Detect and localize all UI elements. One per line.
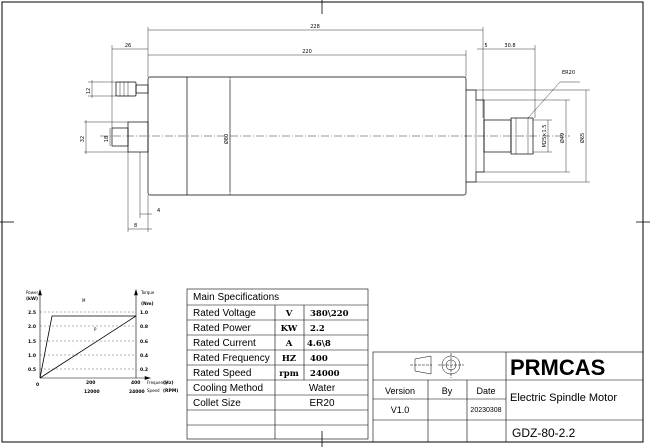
- by-label: By: [442, 386, 453, 396]
- spec-unit: HZ: [282, 354, 296, 364]
- rear-shaft: [111, 127, 129, 147]
- curve-right-ticks: 1.0 0.8 0.6 0.4 0.2: [140, 310, 148, 373]
- performance-curve: [38, 288, 152, 380]
- model-number: GDZ-80-2.2: [512, 426, 576, 440]
- dim-49-text: Ø49: [559, 133, 566, 143]
- tick-right: 0.8: [140, 324, 148, 330]
- spec-unit: V: [285, 309, 293, 319]
- tick-x-hz-1: 200: [86, 380, 95, 386]
- tick-right: 1.0: [140, 310, 148, 316]
- spec-value: Water: [309, 383, 336, 394]
- spec-label: Cooling Method: [193, 383, 263, 394]
- dim-32-text: 32: [80, 136, 86, 142]
- spec-unit: A: [285, 339, 293, 349]
- power-curve-p: [39, 315, 137, 379]
- spindle-drawing: [100, 76, 570, 196]
- tick-right: 0.2: [140, 367, 148, 373]
- dim-4-text: 4: [157, 208, 160, 214]
- dim-12-text: 12: [86, 88, 92, 94]
- spec-value: 400: [310, 354, 328, 364]
- spec-label: Rated Voltage: [193, 308, 256, 319]
- spec-unit: KW: [281, 324, 298, 334]
- brand-name: PRMCAS: [510, 355, 605, 380]
- curve-m-label: M: [82, 298, 86, 303]
- connector: [115, 81, 137, 97]
- tick-left: 2.0: [28, 324, 36, 330]
- dim-er20-text: ER20: [562, 70, 575, 76]
- tick-x-hz-2: 400: [131, 380, 140, 386]
- dim-5-text: 5: [484, 43, 487, 49]
- spec-label: Rated Current: [193, 338, 256, 349]
- spec-value: ER20: [309, 398, 334, 409]
- dim-26-text: 26: [125, 43, 131, 49]
- rear-cap: [127, 121, 149, 153]
- spec-value: 24000: [310, 369, 340, 379]
- curve-speed-unit: (RPM): [163, 388, 178, 394]
- spec-table-frame: [186, 288, 369, 440]
- tick-right: 0.6: [140, 339, 148, 345]
- spec-rows: Rated Voltage V 380\220 Rated Power KW 2…: [193, 308, 349, 409]
- date-value: 20230308: [470, 407, 501, 414]
- collet-nut: [510, 117, 534, 155]
- tick-left: 0.5: [28, 367, 36, 373]
- dim-228-text: 228: [310, 24, 320, 30]
- tick-left: 1.0: [28, 353, 36, 359]
- er20-leader: [527, 81, 580, 119]
- spec-label: Rated Power: [193, 323, 251, 334]
- curve-ylabel-right: Torque: [140, 290, 155, 295]
- tick-x-rpm-1: 12000: [84, 389, 100, 395]
- curve-left-ticks: 2.5 2.0 1.5 1.0 0.5: [28, 310, 36, 373]
- tick-x-origin: 0: [36, 382, 39, 388]
- projection-symbol: [410, 353, 464, 378]
- torque-curve-m: [39, 315, 136, 379]
- tick-x-rpm-2: 24000: [129, 389, 145, 395]
- curve-freq-label: Frequency: [147, 380, 168, 385]
- title-block: [372, 351, 644, 443]
- dim-thread-text: M25×1.5: [542, 125, 548, 148]
- spec-label: Collet Size: [193, 398, 241, 409]
- spec-table: [186, 288, 369, 440]
- tick-left: 2.5: [28, 310, 36, 316]
- arrow-right: [144, 376, 152, 380]
- version-label: Version: [385, 386, 415, 396]
- spec-header: Main Specifications: [193, 292, 279, 303]
- version-value: V1.0: [391, 405, 410, 415]
- dim-30-8-text: 30.8: [504, 43, 515, 49]
- dimension-lines: [84, 27, 590, 232]
- dim-80-text: Ø80: [223, 134, 230, 144]
- spec-label: Rated Frequency: [193, 353, 270, 364]
- dim-220-text: 220: [302, 49, 312, 55]
- dim-18-text: 18: [104, 136, 110, 142]
- tick-right: 0.4: [140, 353, 148, 359]
- curve-ylabel-right-unit: (Nm): [141, 301, 154, 307]
- connector-neck: [135, 84, 149, 94]
- arrow-up-left: [38, 288, 42, 296]
- dim-8-text: 8: [134, 223, 137, 229]
- curve-freq-unit: (Hz): [163, 380, 174, 386]
- spec-label: Rated Speed: [193, 368, 251, 379]
- arrow-up-right: [134, 288, 138, 296]
- spec-value: 2.2: [310, 324, 325, 334]
- curve-ylabel-left: Power: [26, 290, 38, 295]
- spec-value: 380\220: [310, 309, 349, 319]
- curve-p-label: P: [94, 327, 97, 332]
- date-label: Date: [476, 386, 495, 396]
- product-name: Electric Spindle Motor: [510, 392, 617, 404]
- title-block-frame: [372, 351, 644, 443]
- spec-unit: rpm: [279, 369, 298, 379]
- dim-65-text: Ø65: [579, 133, 586, 143]
- curve-speed-label: Speed: [147, 388, 160, 393]
- spec-value: 4.6\8: [307, 339, 331, 349]
- tick-left: 1.5: [28, 339, 36, 345]
- proj-trapezoid: [414, 355, 432, 375]
- curve-ylabel-left-unit: (kW): [26, 296, 38, 302]
